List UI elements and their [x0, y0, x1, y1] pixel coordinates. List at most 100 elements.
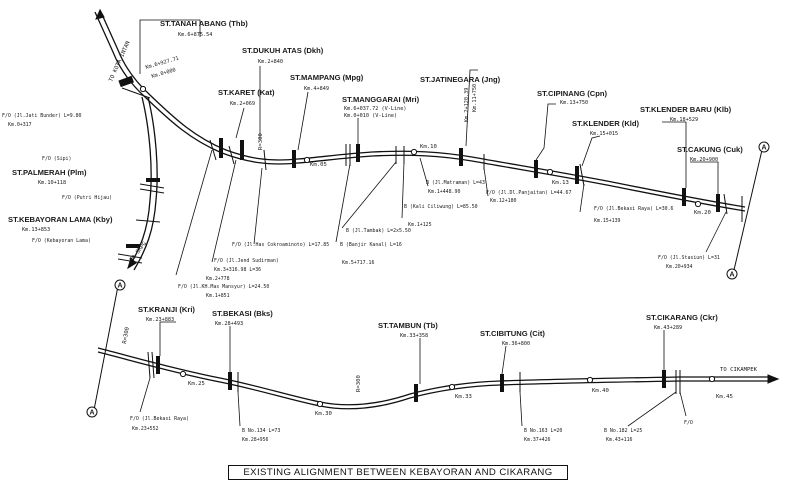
station-block-bekasi	[228, 372, 232, 390]
station-km-cakung: Km.20+900	[690, 157, 718, 163]
station-name-cakung: ST.CAKUNG (Cuk)	[677, 145, 743, 154]
annotation-km37-426: Km.37+426	[524, 437, 551, 443]
upper-track-rail-a	[99, 9, 746, 208]
leader-line	[535, 103, 556, 161]
leader-line	[235, 107, 245, 139]
annotation-km20-934: Km.20+934	[666, 264, 693, 270]
leader-line	[690, 161, 719, 194]
station-name-karet: ST.KARET (Kat)	[218, 88, 275, 97]
leader-line	[465, 69, 478, 147]
station-km-cibitung: Km.36+800	[502, 341, 530, 347]
station-name-tanah-abang: ST.TANAH ABANG (Thb)	[160, 19, 248, 28]
km-mark-label: Km.13	[552, 180, 569, 186]
annotation-km28-956: Km.28+956	[242, 437, 269, 443]
station-km-tanah-abang: Km.6+875.54	[178, 32, 212, 38]
station-name-cikarang: ST.CIKARANG (Ckr)	[646, 313, 718, 322]
station-name-palmerah: ST.PALMERAH (Plm)	[12, 168, 87, 177]
station-km-klender: Km.15+015	[590, 131, 618, 137]
match-point-circle	[726, 268, 738, 280]
caption-box: EXISTING ALIGNMENT BETWEEN KEBAYORAN AND…	[228, 465, 568, 480]
station-km-dukuh-atas: Km.2+840	[258, 59, 283, 65]
match-point-label: A	[117, 283, 122, 290]
km-mark-labels: Km.05 Km.10 Km.13 Km.20 Km.25 Km.30 Km.3…	[188, 144, 733, 417]
annotation-putri-hijau: F/O (Putri Hijau)	[62, 195, 112, 201]
annotation-kali-ciliwung: B (Kali Ciliwung) L=85.50	[404, 204, 478, 210]
station-name-bekasi: ST.BEKASI (Bks)	[212, 309, 273, 318]
station-km-kranji: Km.23+883	[146, 317, 174, 323]
station-km2-jatinegara: Km.11+750	[472, 84, 478, 112]
match-point-labels: A A A A	[89, 145, 766, 417]
station-block-cibitung	[500, 374, 504, 392]
structure-annotations: F/O (Jl.Jati Bunder) L=9.80 Km.0+317 F/O…	[2, 113, 720, 443]
station-name-klender-baru: ST.KLENDER BARU (Klb)	[640, 105, 732, 114]
to-serpong-label: TO SRPG	[129, 240, 149, 263]
km-marker-circle	[546, 168, 554, 176]
km-marker-circle	[316, 400, 324, 408]
bridge-mark	[135, 219, 161, 223]
km-marker-circle	[410, 148, 418, 156]
station-block-cikarang	[662, 370, 666, 388]
lower-track	[97, 347, 770, 410]
bridge-mark	[139, 188, 165, 194]
km-mark-label: Km.30	[315, 411, 332, 417]
annotation-cokroaminoto: F/O (Jl.Has Cokroaminoto) L=17.85	[232, 242, 329, 248]
station-block-kranji	[156, 356, 160, 374]
annotation-km1-448: Km.1+448.90	[428, 189, 460, 195]
radius-label: R=300	[122, 327, 131, 345]
annotation-mas-mansyur-km: Km.2+778	[206, 276, 230, 282]
match-point-circle	[86, 406, 98, 418]
station-block-jatinegara	[459, 148, 463, 166]
annotation-km5-717: Km.5+717.16	[342, 260, 374, 266]
annotation-km43-116: Km.43+116	[606, 437, 633, 443]
bridge-mark	[117, 253, 143, 259]
annotation-mas-mansyur: F/O (Jl.KH.Mas Mansyur) L=24.50	[178, 284, 269, 290]
match-point-label: A	[89, 410, 94, 417]
kebayoran-branch	[127, 96, 152, 269]
bridge-mark	[147, 351, 151, 379]
station-name-cibitung: ST.CIBITUNG (Cit)	[480, 329, 545, 338]
km-mark-label: Km.10	[420, 144, 437, 150]
station-km-mampang: Km.4+849	[304, 86, 329, 92]
station-km-manggarai: Km.6+037.72 (V-Line)	[344, 106, 406, 112]
annotation-km1-851: Km.1+851	[206, 293, 230, 299]
station-blocks	[118, 75, 720, 402]
annotation-banjir-kanal: B (Banjir Kanal) L=16	[340, 242, 402, 248]
bridge-mark	[139, 183, 165, 189]
leader-line	[297, 91, 309, 151]
annotation-bekasi-raya-2: F/O (Jl.Bekasi Raya)	[130, 416, 189, 422]
km-marker-circle	[303, 156, 311, 164]
station-name-kranji: ST.KRANJI (Kri)	[138, 305, 195, 314]
station-name-tambun: ST.TAMBUN (Tb)	[378, 321, 438, 330]
bridge-mark	[151, 351, 155, 379]
match-point-circle	[114, 279, 126, 291]
annotation-km1-125: Km.1+125	[408, 222, 432, 228]
km-mark-label: Km.05	[310, 162, 327, 168]
leader-line	[519, 391, 523, 427]
match-line	[733, 149, 763, 271]
match-point-label: A	[729, 272, 734, 279]
station-block-manggarai	[356, 144, 360, 162]
bridge-mark	[228, 145, 235, 165]
match-line	[93, 285, 119, 411]
bridge-mark	[209, 139, 217, 161]
station-name-mampang: ST.MAMPANG (Mpg)	[290, 73, 364, 82]
annotation-km12-180: Km.12+180	[490, 198, 517, 204]
leader-line	[159, 321, 176, 356]
km-marker-circle	[694, 200, 702, 208]
tanah-abang-spur	[121, 87, 151, 99]
leader-line	[401, 161, 405, 219]
tanah-abang-chainage: Km.6+927.71 Km.0+000	[145, 56, 180, 80]
leader-line	[211, 159, 237, 263]
diagram-caption: EXISTING ALIGNMENT BETWEEN KEBAYORAN AND…	[243, 467, 553, 478]
to-kota-intan-label: TO KOTA INTAN	[108, 40, 131, 82]
upper-track-rail-b	[94, 11, 746, 212]
station-km-kebayoran: Km.13+853	[22, 227, 50, 233]
km-marker-circle	[586, 376, 594, 384]
radius-label: R=300	[356, 375, 362, 392]
match-point-label: A	[761, 145, 766, 152]
km-marker-circle	[708, 375, 716, 383]
station-block-dukuh-atas	[240, 140, 244, 160]
match-points	[86, 141, 770, 418]
